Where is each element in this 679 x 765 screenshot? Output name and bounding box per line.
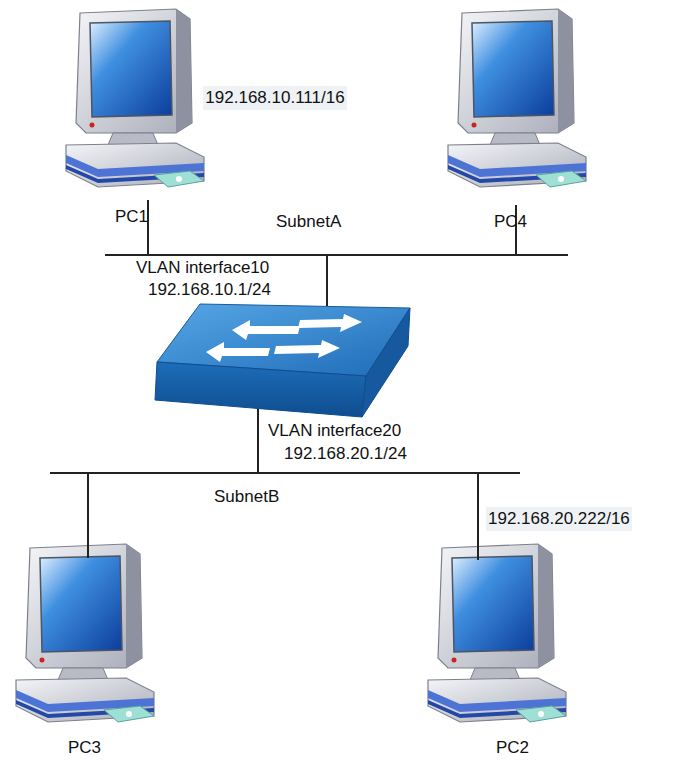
subnet-name: SubnetB bbox=[214, 487, 279, 507]
pc-name: PC2 bbox=[496, 738, 529, 758]
interface-name: VLAN interface20 bbox=[268, 421, 401, 441]
ip-address: 192.168.20.222/16 bbox=[486, 507, 632, 531]
interface-name: VLAN interface10 bbox=[136, 258, 269, 278]
subnet-name: SubnetA bbox=[276, 212, 341, 232]
pc-name: PC3 bbox=[68, 738, 101, 758]
pc-icon bbox=[66, 9, 204, 187]
pc-name: PC1 bbox=[115, 207, 148, 227]
pc-icon bbox=[428, 544, 566, 722]
pc-icon bbox=[16, 544, 154, 722]
pc-name: PC4 bbox=[494, 212, 527, 232]
switch-icon bbox=[155, 304, 410, 417]
interface-address: 192.168.20.1/24 bbox=[284, 444, 407, 464]
subnet-b-bus bbox=[50, 405, 520, 560]
pc-icon bbox=[448, 9, 586, 187]
ip-address: 192.168.10.111/16 bbox=[203, 86, 347, 110]
subnet-a-bus bbox=[105, 200, 568, 306]
interface-address: 192.168.10.1/24 bbox=[148, 280, 271, 300]
